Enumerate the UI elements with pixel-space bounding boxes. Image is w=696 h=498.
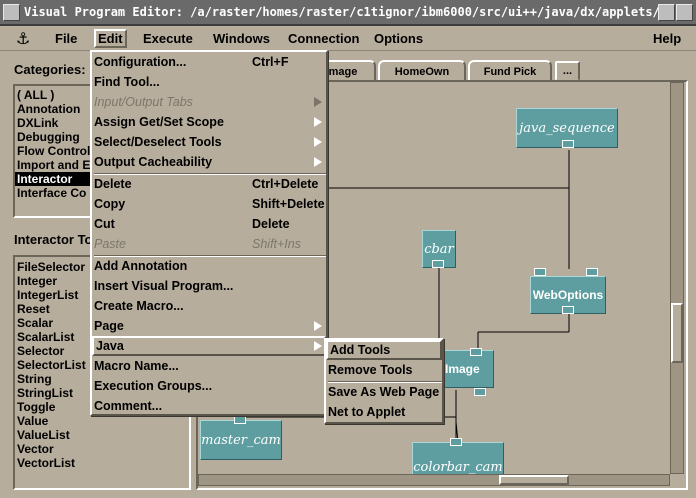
menu-item-add-annotation[interactable]: Add Annotation [94, 259, 188, 273]
tool-item[interactable]: ScalarList [17, 330, 75, 344]
menu-item-input-output-tabs: Input/Output Tabs [94, 92, 326, 112]
tool-item[interactable]: String [17, 372, 52, 386]
edit-menu[interactable]: Configuration... Ctrl+F Find Tool... Inp… [90, 50, 328, 416]
tool-item[interactable]: StringList [17, 386, 73, 400]
node-output-port[interactable] [562, 306, 574, 314]
submenu-arrow-icon [314, 117, 322, 127]
submenu-arrow-icon [314, 321, 322, 331]
category-item[interactable]: Import and E [17, 158, 91, 172]
node-colorbar-cam[interactable]: colorbar_cam [412, 442, 504, 478]
vertical-scroll-thumb[interactable] [671, 303, 683, 363]
node-output-port[interactable] [562, 140, 574, 148]
menu-item-select-deselect-tools[interactable]: Select/Deselect Tools [94, 132, 326, 152]
menu-item-comment[interactable]: Comment... [94, 399, 163, 413]
maximize-button[interactable] [676, 4, 693, 21]
tool-item[interactable]: Toggle [17, 400, 56, 414]
menu-item-cut[interactable]: Cut Delete [94, 217, 290, 231]
node-weboptions[interactable]: WebOptions [530, 276, 606, 314]
horizontal-scroll-thumb[interactable] [499, 475, 569, 485]
submenu-arrow-icon [314, 97, 322, 107]
minimize-button[interactable] [658, 4, 675, 21]
menu-item-add-tools[interactable]: Add Tools [326, 340, 442, 360]
node-input-port[interactable] [234, 416, 246, 424]
menu-item-output-cacheability[interactable]: Output Cacheability [94, 152, 326, 172]
node-input-port[interactable] [534, 268, 546, 276]
node-input-port[interactable] [586, 268, 598, 276]
java-submenu[interactable]: Add Tools Remove Tools Save As Web Page … [324, 338, 444, 424]
menu-item-save-as-web-page[interactable]: Save As Web Page [328, 385, 440, 399]
tool-item[interactable]: Value [17, 414, 49, 428]
node-cbar[interactable]: cbar [422, 230, 456, 268]
tool-item[interactable]: VectorList [17, 456, 76, 470]
submenu-arrow-icon [314, 157, 322, 167]
menu-item-configuration[interactable]: Configuration... Ctrl+F [94, 55, 289, 69]
window-title: Visual Program Editor: /a/raster/homes/r… [24, 5, 675, 19]
menu-item-find-tool[interactable]: Find Tool... [94, 75, 160, 89]
menu-windows[interactable]: Windows [213, 31, 270, 46]
anchor-icon: ⚓ [16, 31, 31, 48]
category-item[interactable]: Flow Control [17, 144, 91, 158]
menu-execute[interactable]: Execute [143, 31, 193, 46]
menu-file[interactable]: File [55, 31, 78, 46]
category-item[interactable]: ( ALL ) [17, 88, 55, 102]
menu-separator [94, 173, 326, 175]
tool-item[interactable]: SelectorList [17, 358, 86, 372]
menu-connection[interactable]: Connection [288, 31, 360, 46]
vertical-scrollbar[interactable] [670, 82, 684, 474]
menu-item-assign-get-set-scope[interactable]: Assign Get/Set Scope [94, 112, 326, 132]
menu-item-page[interactable]: Page [94, 316, 326, 336]
menu-item-macro-name[interactable]: Macro Name... [94, 359, 179, 373]
menu-options[interactable]: Options [374, 31, 424, 46]
menu-item-insert-visual-program[interactable]: Insert Visual Program... [94, 279, 234, 293]
menu-help[interactable]: Help [653, 31, 682, 46]
tool-item[interactable]: Integer [17, 274, 58, 288]
tools-label: Interactor To [14, 232, 93, 247]
menu-item-java[interactable]: Java [92, 336, 326, 356]
menu-item-delete[interactable]: Delete Ctrl+Delete [94, 177, 319, 191]
menu-item-net-to-applet[interactable]: Net to Applet [328, 405, 406, 419]
tool-item[interactable]: Reset [17, 302, 50, 316]
node-input-port[interactable] [450, 438, 462, 446]
tool-item[interactable]: IntegerList [17, 288, 79, 302]
tool-item[interactable]: ValueList [17, 428, 70, 442]
node-output-port[interactable] [432, 260, 444, 268]
title-bar[interactable]: Visual Program Editor: /a/raster/homes/r… [0, 0, 696, 26]
window-menu-button[interactable] [3, 4, 20, 21]
menu-edit[interactable]: Edit [94, 29, 127, 48]
menu-item-paste: Paste Shift+Ins [94, 237, 301, 251]
tool-item[interactable]: Selector [17, 344, 65, 358]
menu-bar: ⚓ File Edit Execute Windows Connection O… [0, 26, 696, 51]
tab-more-button[interactable]: ... [555, 61, 580, 81]
tool-item[interactable]: FileSelector [17, 260, 86, 274]
menu-separator [94, 255, 326, 257]
categories-label: Categories: [14, 62, 86, 77]
category-item[interactable]: DXLink [17, 116, 59, 130]
category-item[interactable]: Debugging [17, 130, 80, 144]
node-output-port[interactable] [474, 388, 486, 396]
tool-item[interactable]: Scalar [17, 316, 54, 330]
category-item[interactable]: Annotation [17, 102, 81, 116]
category-item[interactable]: Interface Co [17, 186, 87, 200]
submenu-arrow-icon [314, 137, 322, 147]
menu-separator [328, 381, 442, 383]
menu-item-execution-groups[interactable]: Execution Groups... [94, 379, 213, 393]
horizontal-scrollbar[interactable] [198, 474, 670, 486]
tool-item[interactable]: Vector [17, 442, 54, 456]
node-master-cam[interactable]: master_cam [200, 420, 282, 460]
menu-item-copy[interactable]: Copy Shift+Delete [94, 197, 325, 211]
submenu-arrow-icon [314, 341, 322, 351]
node-input-port[interactable] [470, 348, 482, 356]
node-image[interactable]: Image [442, 350, 494, 388]
menu-item-remove-tools[interactable]: Remove Tools [328, 363, 413, 377]
menu-item-create-macro[interactable]: Create Macro... [94, 299, 184, 313]
